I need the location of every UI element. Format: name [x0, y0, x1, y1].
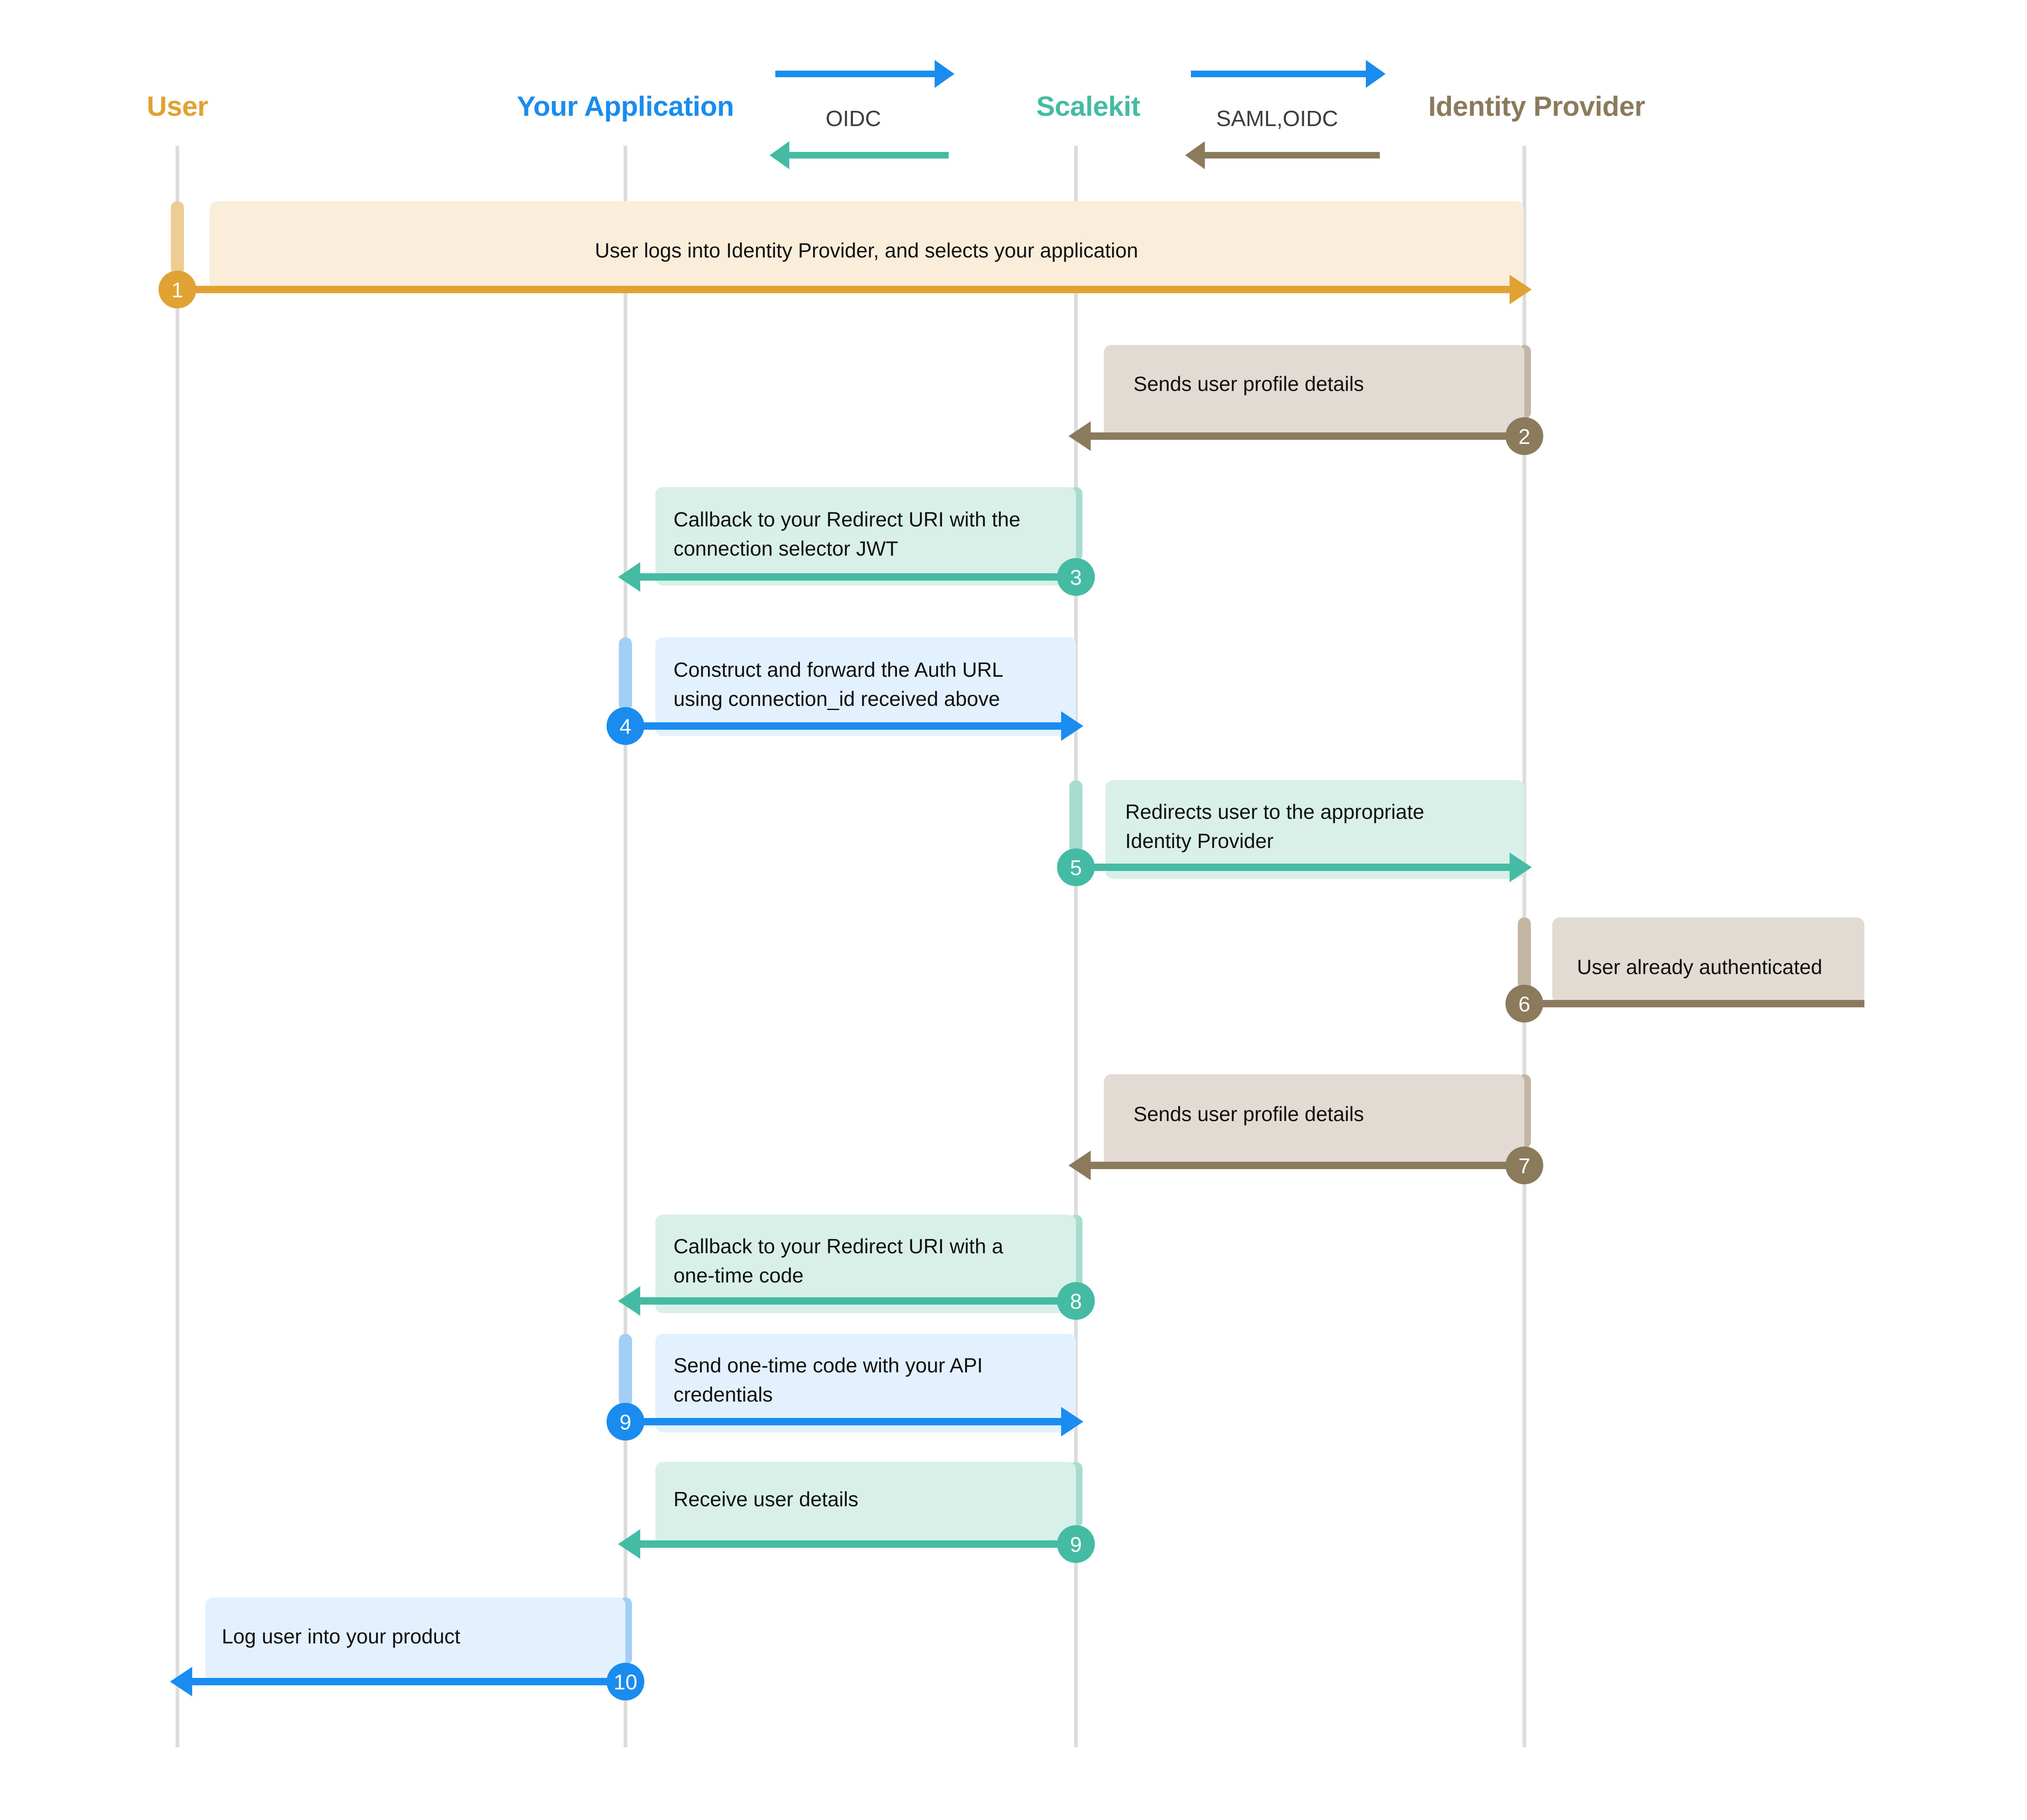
- legend-label-oidc: OIDC: [825, 106, 881, 131]
- step-badge-3-2: [1057, 558, 1095, 596]
- step-number-8-7: 8: [1070, 1290, 1082, 1314]
- message-box-3-2: [655, 487, 1076, 586]
- message-arrowhead-4-3: [1061, 711, 1083, 741]
- actor-label-app: Your Application: [517, 91, 734, 122]
- message-arrowhead-2-1: [1069, 421, 1091, 451]
- message-label-9-9: Receive user details: [673, 1488, 859, 1511]
- step-number-6-5: 6: [1518, 993, 1531, 1016]
- message-label-4-3: Construct and forward the Auth URL using…: [673, 658, 1004, 710]
- message-label-1-0: User logs into Identity Provider, and se…: [595, 239, 1138, 262]
- step-badge-6-5: [1505, 985, 1543, 1023]
- activation-bar-5-4: [1069, 780, 1082, 854]
- message-box-9-8: [655, 1334, 1076, 1432]
- step-number-3-2: 3: [1070, 566, 1082, 590]
- message-box-5-4: [1105, 780, 1524, 879]
- message-label-6-5: User already authenticated: [1577, 956, 1822, 979]
- message-label-7-6: Sends user profile details: [1133, 1103, 1364, 1126]
- activation-bar-6-5: [1518, 917, 1531, 991]
- step-badge-2-1: [1505, 417, 1543, 455]
- step-number-10-10: 10: [614, 1671, 637, 1694]
- message-arrowhead-8-7: [618, 1286, 640, 1316]
- step-number-4-3: 4: [619, 715, 632, 739]
- message-label-10-10: Log user into your product: [222, 1625, 460, 1648]
- message-box-10-10: [205, 1597, 625, 1682]
- message-arrowhead-3-2: [618, 562, 640, 592]
- message-label-9-8: Send one-time code with your API credent…: [673, 1354, 983, 1406]
- message-box-9-9: [655, 1462, 1076, 1544]
- step-badge-1-0: [159, 271, 196, 308]
- message-arrowhead-9-8: [1061, 1407, 1083, 1436]
- step-badge-5-4: [1057, 848, 1095, 886]
- actor-label-user: User: [147, 91, 208, 122]
- legend-arrowhead-left-saml-oidc: [1185, 141, 1205, 169]
- message-arrowhead-7-6: [1069, 1151, 1091, 1180]
- step-badge-8-7: [1057, 1282, 1095, 1320]
- step-number-7-6: 7: [1518, 1154, 1531, 1178]
- step-number-9-9: 9: [1070, 1533, 1082, 1557]
- step-badge-4-3: [607, 707, 644, 745]
- activation-bar-4-3: [619, 637, 632, 711]
- message-label-5-4: Redirects user to the appropriate Identi…: [1125, 800, 1425, 853]
- step-badge-9-9: [1057, 1525, 1095, 1563]
- step-badge-10-10: [607, 1663, 644, 1701]
- message-box-8-7: [655, 1215, 1076, 1313]
- message-arrowhead-9-9: [618, 1529, 640, 1559]
- activation-bar-1-0: [171, 201, 184, 275]
- message-label-3-2: Callback to your Redirect URI with the c…: [673, 508, 1020, 560]
- step-badge-7-6: [1505, 1147, 1543, 1184]
- message-box-4-3: [655, 637, 1076, 736]
- legend-arrowhead-left-oidc: [770, 141, 789, 169]
- message-arrowhead-5-4: [1510, 853, 1532, 882]
- legend-arrowhead-right-saml-oidc: [1366, 60, 1386, 88]
- actor-label-scalekit: Scalekit: [1036, 91, 1140, 122]
- message-arrowhead-10-10: [170, 1667, 192, 1696]
- legend-label-saml-oidc: SAML,OIDC: [1216, 106, 1338, 131]
- message-box-2-1: [1104, 345, 1524, 436]
- message-label-8-7: Callback to your Redirect URI with a one…: [673, 1235, 1004, 1287]
- actor-label-idp: Identity Provider: [1428, 91, 1646, 122]
- activation-bar-9-8: [619, 1334, 632, 1408]
- step-badge-9-8: [607, 1403, 644, 1441]
- legend-arrowhead-right-oidc: [935, 60, 954, 88]
- step-number-5-4: 5: [1070, 856, 1082, 880]
- message-box-1-0: [209, 201, 1524, 290]
- message-box-7-6: [1104, 1074, 1524, 1165]
- step-number-9-8: 9: [619, 1411, 632, 1434]
- step-number-2-1: 2: [1518, 425, 1531, 449]
- message-arrowhead-1-0: [1510, 275, 1532, 304]
- message-label-2-1: Sends user profile details: [1133, 372, 1364, 395]
- message-box-6-5: [1552, 917, 1864, 1004]
- step-number-1-0: 1: [171, 278, 184, 302]
